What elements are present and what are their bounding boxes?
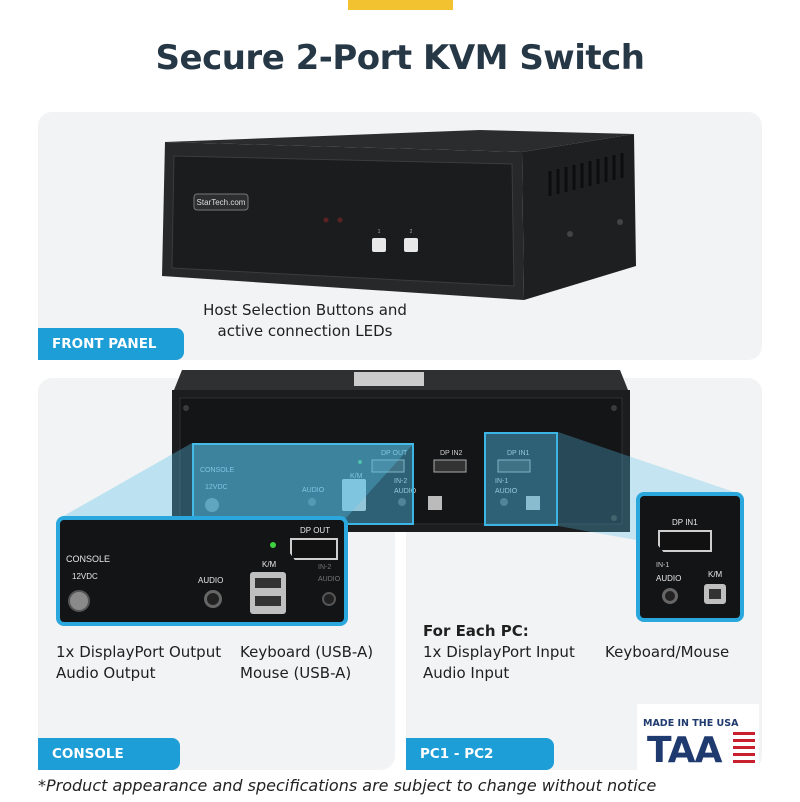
- console-zoom-box: CONSOLE 12VDC AUDIO K/M DP OUT IN-2 AUDI…: [56, 516, 348, 626]
- rear-in1-label: IN-1: [495, 478, 509, 485]
- pc-ports-tag: PC1 - PC2 PORTS: [406, 738, 554, 794]
- audio-jack-icon: [204, 590, 222, 608]
- usb-a-port-icon: [250, 572, 286, 614]
- front-panel-tag: FRONT PANEL: [38, 328, 184, 360]
- zoom-dpout-label: DP OUT: [300, 526, 331, 535]
- zoom-pc-audio-label: AUDIO: [656, 574, 682, 583]
- zoom-audio-label: AUDIO: [198, 576, 224, 585]
- rear-device-image: [172, 370, 630, 532]
- front-caption-line1: Host Selection Buttons and: [203, 301, 407, 319]
- rear-dpin1-label: DP IN1: [507, 450, 530, 457]
- rear-km-label: K/M: [350, 473, 362, 480]
- caption-audio-out: Audio Output: [56, 664, 156, 682]
- zoom-audio2-label: AUDIO: [318, 576, 341, 583]
- dc-jack-icon: [68, 590, 90, 612]
- front-device-image: StarTech.com 1 2: [162, 130, 636, 300]
- audio-in2-jack-icon: [322, 592, 336, 606]
- zoom-in1-label: IN-1: [656, 562, 670, 569]
- zoom-console-label: CONSOLE: [66, 554, 111, 564]
- led-indicator-icon: [270, 542, 276, 548]
- audio-in-jack-icon: [662, 588, 678, 604]
- footnote: *Product appearance and specifications a…: [38, 776, 657, 795]
- caption-for-each-pc: For Each PC:: [423, 622, 529, 640]
- zoom-pc-km-label: K/M: [708, 570, 723, 579]
- console-highlight: [192, 443, 414, 525]
- pc-caption: For Each PC: 1x DisplayPort Input Audio …: [423, 621, 575, 684]
- accent-bar: [348, 0, 453, 10]
- usb-b-port-icon: [704, 584, 726, 604]
- button-2-label: 2: [410, 229, 413, 235]
- rear-audio-label: AUDIO: [302, 487, 324, 494]
- taa-mark: TAA: [647, 730, 722, 771]
- pc1-highlight: [484, 432, 558, 526]
- rear-dpout-label: DP OUT: [381, 450, 407, 457]
- rear-dpin2-label: DP IN2: [440, 450, 463, 457]
- zoom-in2-label: IN-2: [318, 564, 332, 571]
- flag-stripes-icon: [733, 732, 755, 763]
- rear-dc-label: 12VDC: [205, 484, 228, 491]
- console-caption-dp: 1x DisplayPort Output Audio Output: [56, 642, 221, 684]
- zoom-km-label: K/M: [262, 560, 277, 569]
- caption-keyboard-mouse: Keyboard/Mouse: [605, 643, 730, 661]
- rear-audio2-label: AUDIO: [394, 488, 417, 495]
- page-title: Secure 2-Port KVM Switch: [155, 38, 645, 78]
- console-caption-kb: Keyboard (USB-A) Mouse (USB-A): [240, 642, 373, 684]
- rear-in2-label: IN-2: [394, 478, 408, 485]
- zoom-dpin1-label: DP IN1: [672, 518, 698, 527]
- caption-audio-in: Audio Input: [423, 664, 510, 682]
- displayport-out-icon: [290, 538, 338, 560]
- console-ports-tag: CONSOLE PORTS: [38, 738, 180, 794]
- caption-dp-in: 1x DisplayPort Input: [423, 643, 575, 661]
- brand-logo: StarTech.com: [197, 198, 246, 207]
- caption-dp-out: 1x DisplayPort Output: [56, 643, 222, 661]
- rear-audio1-label: AUDIO: [495, 488, 518, 495]
- pc-zoom-box: DP IN1 IN-1 AUDIO K/M: [636, 492, 744, 622]
- button-1-label: 1: [378, 229, 381, 235]
- taa-made-in-label: MADE IN THE USA: [643, 718, 739, 729]
- caption-keyboard: Keyboard (USB-A): [240, 643, 374, 661]
- displayport-in-icon: [658, 530, 712, 552]
- caption-mouse: Mouse (USB-A): [240, 664, 352, 682]
- zoom-dc-label: 12VDC: [72, 572, 98, 581]
- taa-badge: MADE IN THE USA TAA: [637, 704, 759, 774]
- front-caption-line2: active connection LEDs: [217, 322, 393, 340]
- front-panel-caption: Host Selection Buttons and active connec…: [180, 300, 430, 342]
- rear-console-label: CONSOLE: [200, 467, 234, 474]
